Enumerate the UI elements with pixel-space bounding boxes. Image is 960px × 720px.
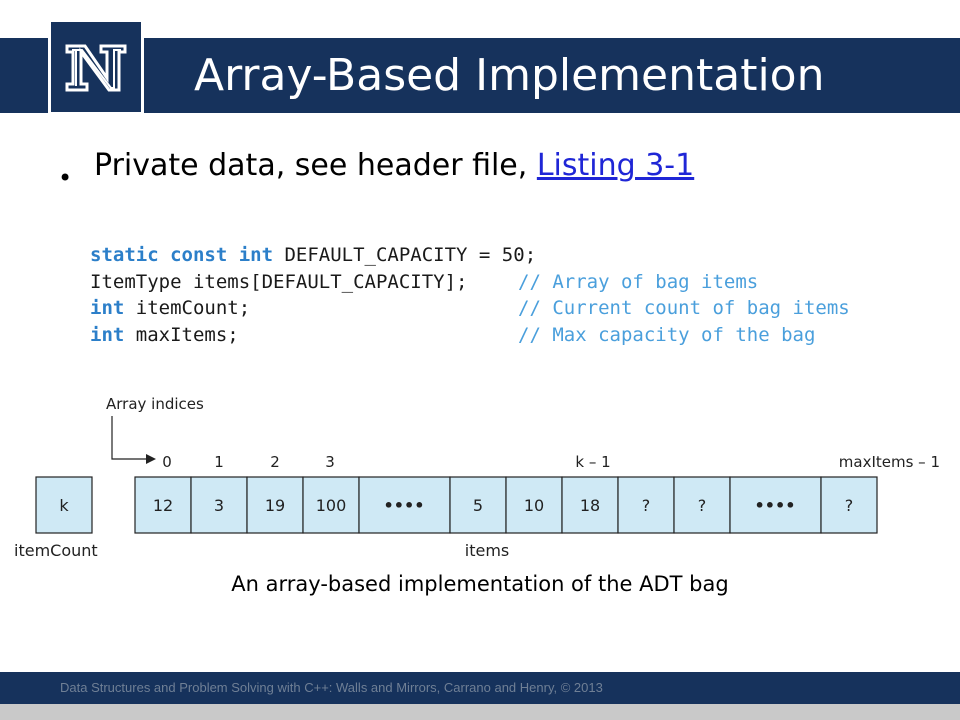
code-comment: // Max capacity of the bag [518,323,816,346]
bullet-text-body: Private data, see header file, [94,148,537,183]
slide-title: Array-Based Implementation [194,50,825,101]
index-label: 0 [162,453,172,471]
array-cell-value: ? [642,496,651,515]
code-comment: // Current count of bag items [518,297,850,319]
index-label: 1 [214,453,224,471]
index-label: k – 1 [575,453,610,471]
index-label: 3 [325,453,335,471]
items-array: 12 3 19 100 •••• 5 10 18 ? ? •••• ? [134,476,878,534]
index-label: maxItems – 1 [839,453,940,471]
array-cell [246,476,304,534]
code-line: int itemCount; // Current count of bag it… [90,295,850,322]
code-text: itemCount; [124,297,251,319]
code-line: int maxItems; // Max capacity of the bag [90,322,815,349]
array-cell-value: 19 [265,496,285,515]
bottom-strip [0,704,960,720]
array-cell-value: ? [845,496,854,515]
array-cell-ellipsis [358,476,451,534]
code-text: DEFAULT_CAPACITY = 50; [273,244,537,266]
title-band [0,38,960,113]
footer-citation: Data Structures and Problem Solving with… [60,680,603,695]
item-count-value: k [59,496,69,515]
array-cell [561,476,619,534]
listing-link[interactable]: Listing 3-1 [536,148,695,183]
array-cell-ellipsis [729,476,822,534]
index-label: 2 [270,453,280,471]
code-block: static const int DEFAULT_CAPACITY = 50; … [90,242,850,349]
array-cell-value: 10 [524,496,544,515]
array-cell [302,476,360,534]
array-cell-value: •••• [384,496,425,515]
array-cell [820,476,878,534]
array-cell-value: 18 [580,496,600,515]
array-cell-value: 3 [214,496,224,515]
array-indices-label: Array indices [106,395,204,413]
array-cell [617,476,675,534]
bullet-marker: • [58,164,73,192]
code-keyword: static const int [90,244,274,266]
arrowhead [146,454,156,464]
array-cell-value: 100 [316,496,347,515]
code-keyword: int [90,297,125,319]
array-cell-value: ? [698,496,707,515]
code-keyword: int [90,323,125,346]
array-cell-value: 5 [473,496,483,515]
array-cell [134,476,192,534]
indices-pointer-arrow [111,416,150,460]
code-line: static const int DEFAULT_CAPACITY = 50; [90,242,536,269]
code-text: ItemType items[DEFAULT_CAPACITY]; [90,270,468,293]
code-text: maxItems; [124,323,239,346]
array-cell [673,476,731,534]
array-cell [190,476,248,534]
item-count-label: itemCount [14,541,98,560]
array-cell-value: 12 [153,496,173,515]
array-cell-value: •••• [755,496,796,515]
items-label: items [465,541,509,560]
university-logo [48,19,144,115]
code-line: ItemType items[DEFAULT_CAPACITY]; // Arra… [90,269,758,296]
university-n-logo-icon [65,44,127,92]
array-diagram: Array indices 0 1 2 3 k – 1 maxItems – 1… [14,395,940,560]
bullet-text: Private data, see header file, Listing 3… [94,148,694,183]
array-cell [505,476,563,534]
footer-band [0,672,960,704]
code-comment: // Array of bag items [518,270,759,293]
figure-caption: An array-based implementation of the ADT… [231,572,729,596]
item-count-cell [35,476,93,534]
